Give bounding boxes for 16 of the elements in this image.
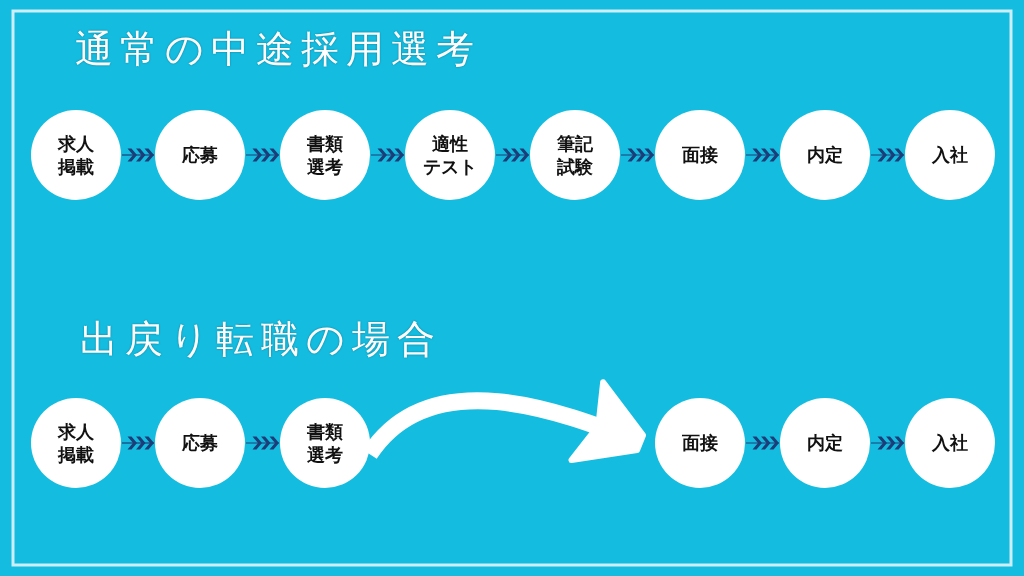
step-label: 求人掲載 [58, 131, 94, 179]
step-label: 入社 [932, 143, 968, 167]
step-label: 応募 [182, 143, 218, 167]
step-label: 面接 [682, 431, 718, 455]
section-heading: 通常の中途採用選考 [75, 27, 481, 73]
section-heading: 出戻り転職の場合 [80, 317, 442, 363]
step-label: 内定 [807, 143, 843, 167]
step-label: 応募 [182, 431, 218, 455]
step-label: 筆記試験 [557, 131, 593, 179]
step-label: 入社 [932, 431, 968, 455]
step-label: 面接 [682, 143, 718, 167]
step-label: 適性テスト [423, 131, 477, 179]
step-label: 求人掲載 [58, 419, 94, 467]
step-label: 書類選考 [307, 131, 343, 179]
step-label: 内定 [807, 431, 843, 455]
step-label: 書類選考 [307, 419, 343, 467]
